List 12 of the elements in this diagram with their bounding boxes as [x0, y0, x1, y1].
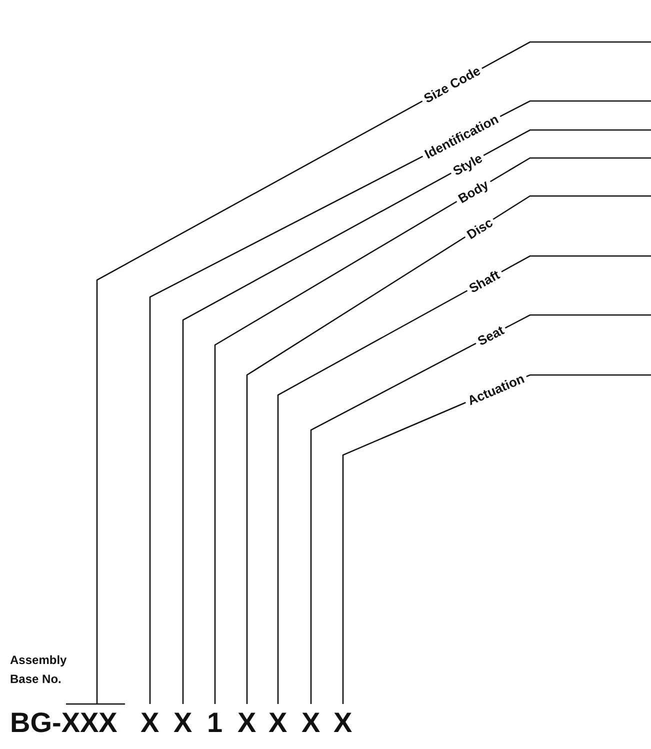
code-character: X — [140, 708, 160, 738]
code-character: X — [334, 708, 352, 738]
caption-text: Assembly Base No. — [10, 652, 68, 688]
code-character: BG-XXX — [10, 708, 118, 738]
code-character: X — [238, 708, 256, 738]
leader-line — [310, 314, 651, 704]
leader-line — [277, 255, 651, 704]
code-character: X — [174, 708, 192, 738]
code-character: 1 — [207, 708, 223, 738]
code-character: X — [268, 708, 288, 738]
leader-line — [65, 41, 651, 705]
code-character: X — [302, 708, 320, 738]
